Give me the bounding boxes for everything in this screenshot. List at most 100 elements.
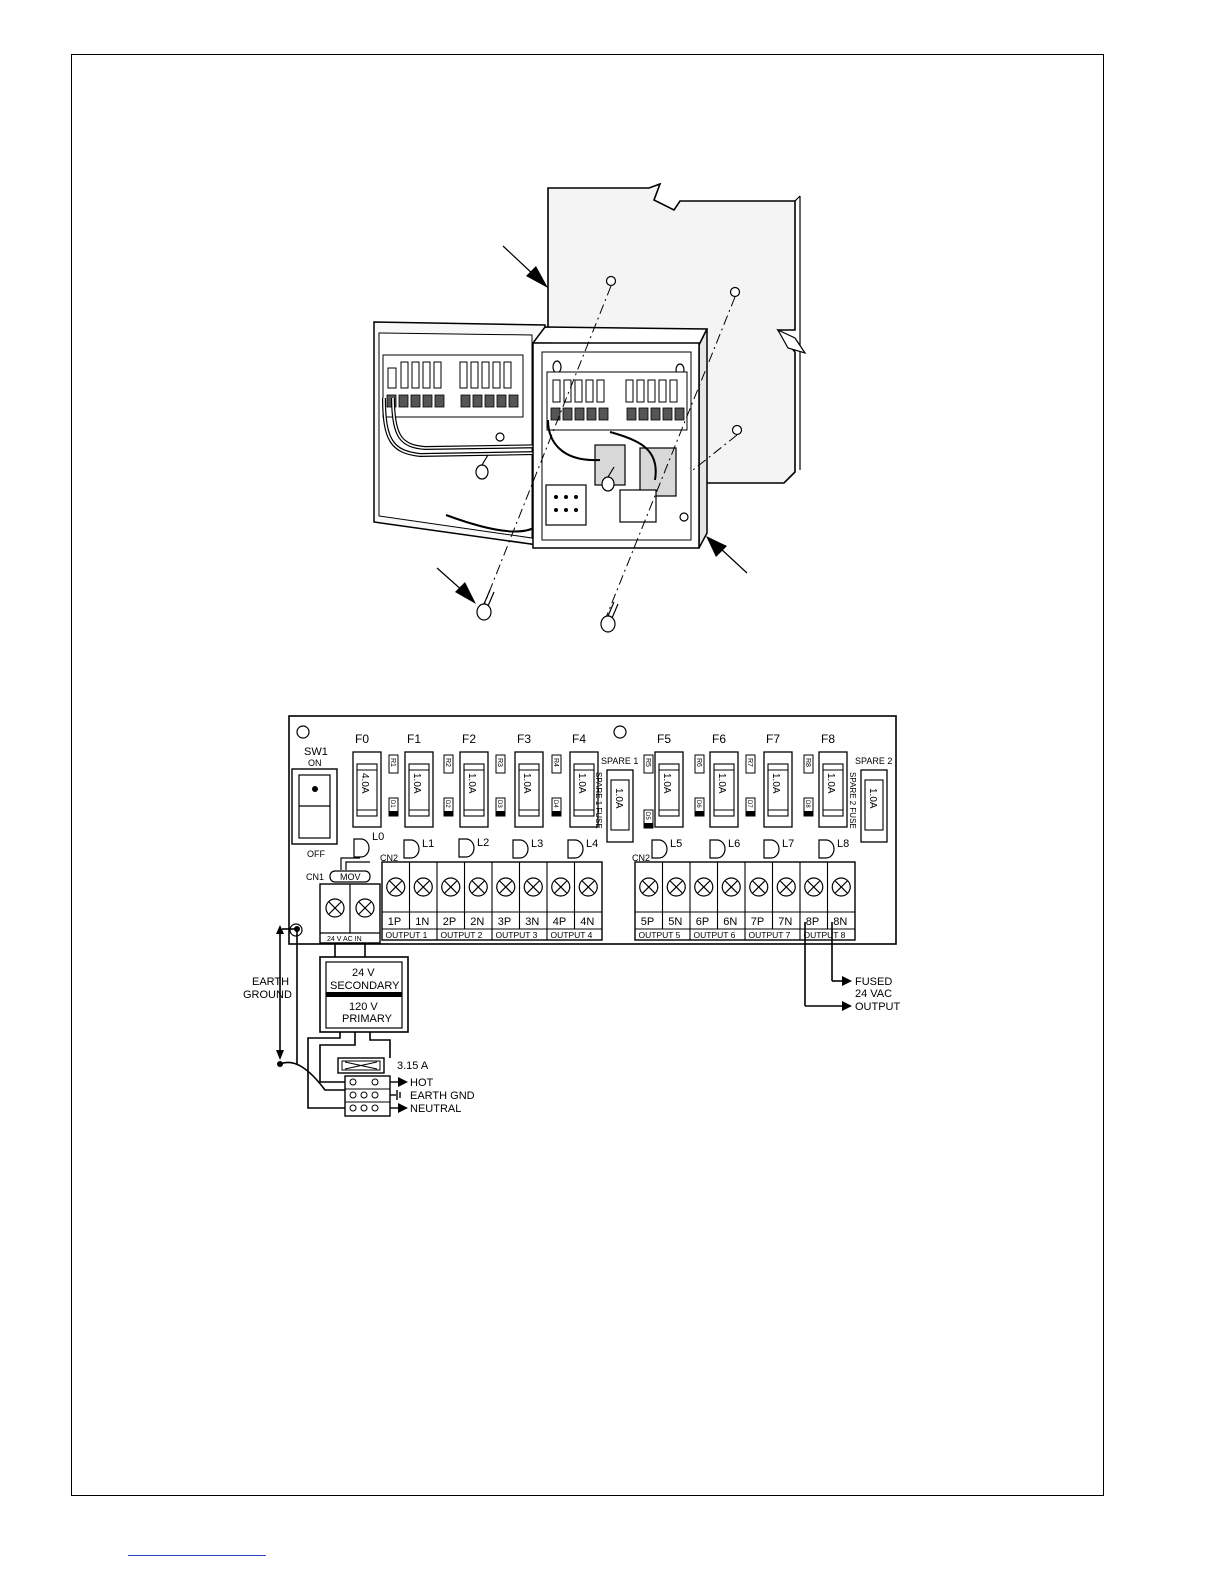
led-l1: L1 — [403, 838, 434, 859]
page-link-underline[interactable] — [128, 1555, 266, 1556]
fuse-holder-f5[interactable]: 1.0A — [654, 751, 684, 828]
resistor-r8: R8 — [803, 754, 814, 774]
diode-d5: D5 — [643, 809, 654, 829]
cn2-right-label: CN2 — [632, 853, 650, 863]
fused-output-label-line2: 24 VAC — [855, 988, 892, 1000]
led-l6: L6 — [709, 838, 740, 859]
fuse-label-f7: F7 — [766, 732, 780, 746]
fuse-label-f1: F1 — [407, 732, 421, 746]
diode-label-d2: D2 — [444, 800, 450, 808]
terminal-screw[interactable] — [441, 877, 461, 897]
terminal-screw[interactable] — [551, 877, 571, 897]
cn2-left-label: CN2 — [380, 853, 398, 863]
fuse-holder-f6[interactable]: 1.0A — [709, 751, 739, 828]
resistor-r1: R1 — [388, 754, 399, 774]
earth-ground-label-line1: EARTH — [252, 976, 289, 988]
led-l3: L3 — [512, 838, 543, 859]
fuse-rating-f6: 1.0A — [716, 773, 727, 794]
terminal-label: 5N — [668, 916, 682, 928]
fuse-label-f4: F4 — [572, 732, 586, 746]
resistor-label-r6: R6 — [695, 758, 702, 767]
fused-output-label-line1: FUSED — [855, 976, 892, 988]
resistor-label-r1: R1 — [389, 758, 396, 767]
fuse-rating-f1: 1.0A — [411, 773, 422, 794]
terminal-label: 6N — [723, 916, 737, 928]
fuse-holder-f0[interactable]: 4.0A — [352, 751, 382, 828]
fuse-holder-f7[interactable]: 1.0A — [763, 751, 793, 828]
led-label-l1: L1 — [422, 838, 434, 850]
led-label-l3: L3 — [531, 838, 543, 850]
terminal-label: 2N — [470, 916, 484, 928]
resistor-label-r2: R2 — [444, 758, 451, 767]
output-label-4: OUTPUT 4 — [551, 930, 593, 940]
primary-voltage-label: 120 V — [349, 1001, 378, 1013]
terminal-screw[interactable] — [413, 877, 433, 897]
fuse-label-f2: F2 — [462, 732, 476, 746]
terminal-label: 2P — [443, 916, 456, 928]
resistor-label-r5: R5 — [644, 758, 651, 767]
resistor-r3: R3 — [495, 754, 506, 774]
terminal-screw[interactable] — [749, 877, 769, 897]
fuse-rating-f4: 1.0A — [576, 773, 587, 794]
spare-label-1: SPARE 1 — [601, 756, 638, 766]
terminal-screw[interactable] — [804, 877, 824, 897]
led-l4: L4 — [567, 838, 598, 859]
terminal-screw[interactable] — [831, 877, 851, 897]
fuse-rating-f8: 1.0A — [825, 773, 836, 794]
leader-arrows — [436, 245, 748, 604]
resistor-r5: R5 — [643, 754, 654, 774]
ac-in-label: 24 V AC IN — [327, 936, 362, 943]
output-label-2: OUTPUT 2 — [441, 930, 483, 940]
terminal-label: 1N — [415, 916, 429, 928]
primary-fuse-rating: 3.15 A — [397, 1060, 429, 1072]
fuse-label-f3: F3 — [517, 732, 531, 746]
terminal-screw[interactable] — [639, 877, 659, 897]
terminal-screw[interactable] — [694, 877, 714, 897]
terminal-screw[interactable] — [468, 877, 488, 897]
resistor-r2: R2 — [443, 754, 454, 774]
output-label-1: OUTPUT 1 — [386, 930, 428, 940]
led-label-l8: L8 — [837, 838, 849, 850]
diode-label-d5: D5 — [644, 812, 650, 820]
fuse-holder-f4[interactable]: 1.0A — [569, 751, 599, 828]
terminal-screw[interactable] — [578, 877, 598, 897]
spare-fuse-rating-1: 1.0A — [613, 788, 624, 809]
terminal-label: 5P — [641, 916, 654, 928]
terminal-label: 7P — [751, 916, 764, 928]
terminal-screw[interactable] — [386, 877, 406, 897]
mov-component — [329, 870, 371, 883]
enclosure-box — [531, 326, 709, 549]
terminal-screw[interactable] — [496, 877, 516, 897]
resistor-r7: R7 — [745, 754, 756, 774]
spare-fuse-holder-1[interactable]: 1.0A — [606, 769, 634, 843]
spare-fuse-label-2: SPARE 2 FUSE — [848, 772, 857, 829]
output-label-7: OUTPUT 7 — [749, 930, 791, 940]
led-l7: L7 — [763, 838, 794, 859]
terminal-label: 3N — [525, 916, 539, 928]
terminal-screw[interactable] — [523, 877, 543, 897]
terminal-label: 4N — [580, 916, 594, 928]
fuse-label-f6: F6 — [712, 732, 726, 746]
mounting-hole — [296, 725, 310, 739]
fuse-holder-f2[interactable]: 1.0A — [459, 751, 489, 828]
switch-on-dot — [312, 786, 318, 792]
terminal-label: 3P — [498, 916, 511, 928]
fuse-holder-f3[interactable]: 1.0A — [514, 751, 544, 828]
terminal-screw[interactable] — [666, 877, 686, 897]
fuse-label-f0: F0 — [355, 732, 369, 746]
fuse-rating-f2: 1.0A — [466, 773, 477, 794]
terminal-screw[interactable] — [721, 877, 741, 897]
fuse-holder-f8[interactable]: 1.0A — [818, 751, 848, 828]
spare-fuse-holder-2[interactable]: 1.0A — [860, 769, 888, 843]
spare-label-2: SPARE 2 — [855, 756, 892, 766]
led-l8: L8 — [818, 838, 849, 859]
output-label-8: OUTPUT 8 — [804, 930, 846, 940]
fuse-holder-f1[interactable]: 1.0A — [404, 751, 434, 828]
diode-d4: D4 — [551, 797, 562, 817]
fused-output-label-line3: OUTPUT — [855, 1001, 901, 1013]
terminal-screw[interactable] — [776, 877, 796, 897]
mov-label: MOV — [340, 872, 361, 882]
diode-label-d6: D6 — [695, 800, 701, 808]
led-label-l2: L2 — [477, 837, 489, 849]
